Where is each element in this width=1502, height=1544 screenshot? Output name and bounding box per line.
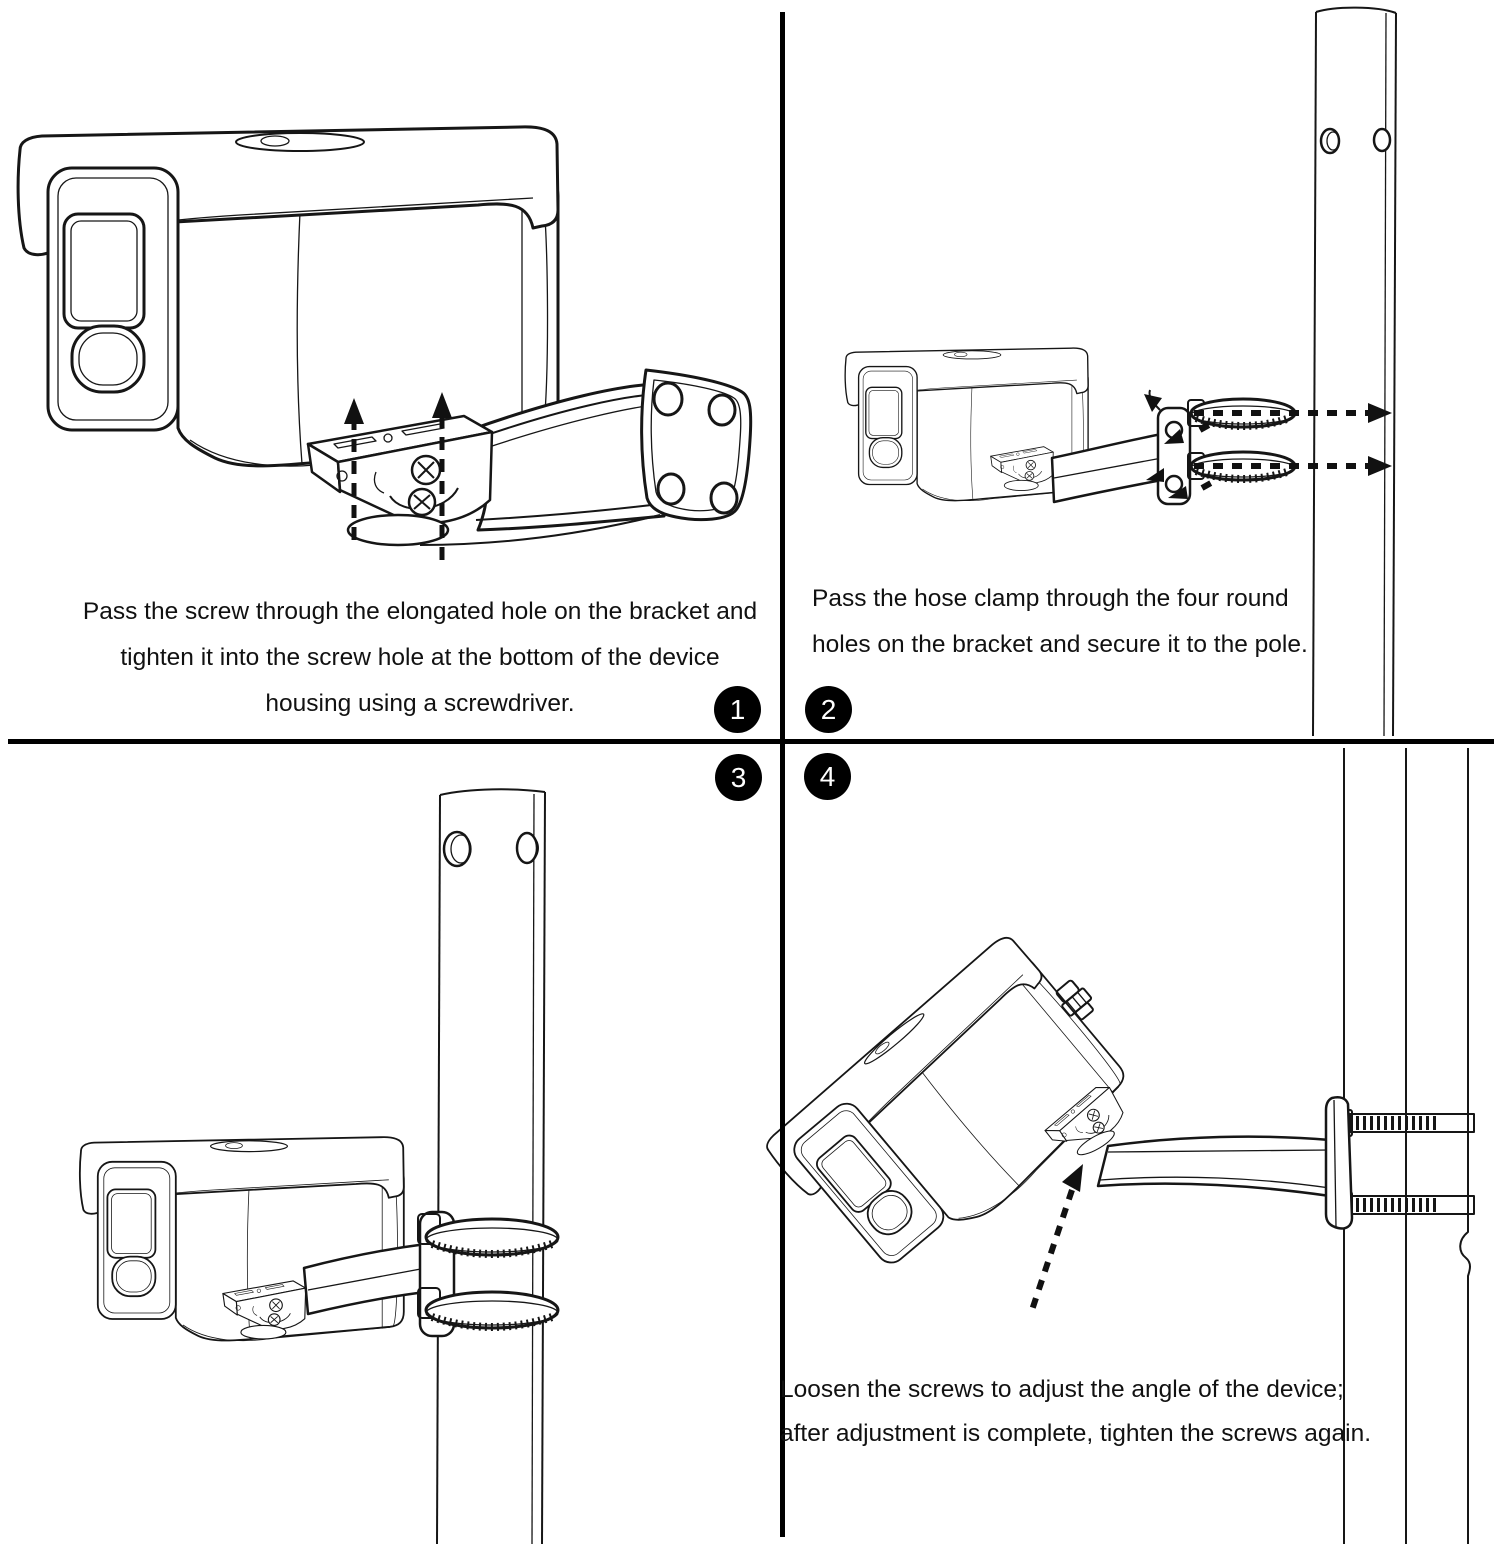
pole-icon xyxy=(436,788,546,1544)
wall-plate-icon xyxy=(640,368,753,522)
mounting-plate-icon xyxy=(1324,1096,1354,1230)
tilted-bullet-camera-icon xyxy=(757,931,1139,1298)
caption-line: Pass the hose clamp through the four rou… xyxy=(812,585,1289,612)
dashed-up-arrow-icon xyxy=(344,392,452,560)
caption-line: after adjustment is complete, tighten th… xyxy=(780,1420,1372,1447)
mounting-bracket-icon xyxy=(306,368,753,547)
threaded-screw-icon xyxy=(1341,1109,1475,1219)
bracket-arm-icon xyxy=(1096,1135,1332,1198)
pole-icon xyxy=(1312,6,1397,737)
step-number-badge-2: 2 xyxy=(805,686,852,733)
caption-line: Pass the screw through the elongated hol… xyxy=(82,598,758,625)
step4-illustration xyxy=(757,748,1475,1544)
step1-illustration xyxy=(16,125,753,560)
bullet-camera-icon xyxy=(16,125,560,468)
caption-line: holes on the bracket and secure it to th… xyxy=(812,631,1308,658)
adjustment-knob-icon xyxy=(1055,979,1094,1021)
caption-line: Loosen the screws to adjust the angle of… xyxy=(780,1376,1344,1403)
vertical-divider xyxy=(780,12,785,1537)
dashed-right-arrow-icon xyxy=(1144,394,1392,499)
bullet-camera-icon xyxy=(78,1136,405,1342)
step4-caption: Loosen the screws to adjust the angle of… xyxy=(780,1368,1372,1456)
caption-line: housing using a screwdriver. xyxy=(265,690,575,717)
step1-caption: Pass the screw through the elongated hol… xyxy=(50,589,790,727)
hose-clamp-icon xyxy=(417,1213,560,1331)
bracket-arm-icon xyxy=(1050,389,1192,506)
horizontal-divider xyxy=(8,739,1494,744)
step-number-badge-4: 4 xyxy=(804,753,851,800)
step-number-badge-1: 1 xyxy=(714,686,761,733)
dashed-line-icon xyxy=(1027,1164,1083,1317)
step3-illustration xyxy=(78,788,560,1544)
step-number-badge-3: 3 xyxy=(715,754,762,801)
hose-clamp-icon xyxy=(1187,397,1297,483)
caption-line: tighten it into the screw hole at the bo… xyxy=(120,644,720,671)
step2-illustration xyxy=(844,6,1397,737)
step2-caption: Pass the hose clamp through the four rou… xyxy=(812,576,1308,668)
